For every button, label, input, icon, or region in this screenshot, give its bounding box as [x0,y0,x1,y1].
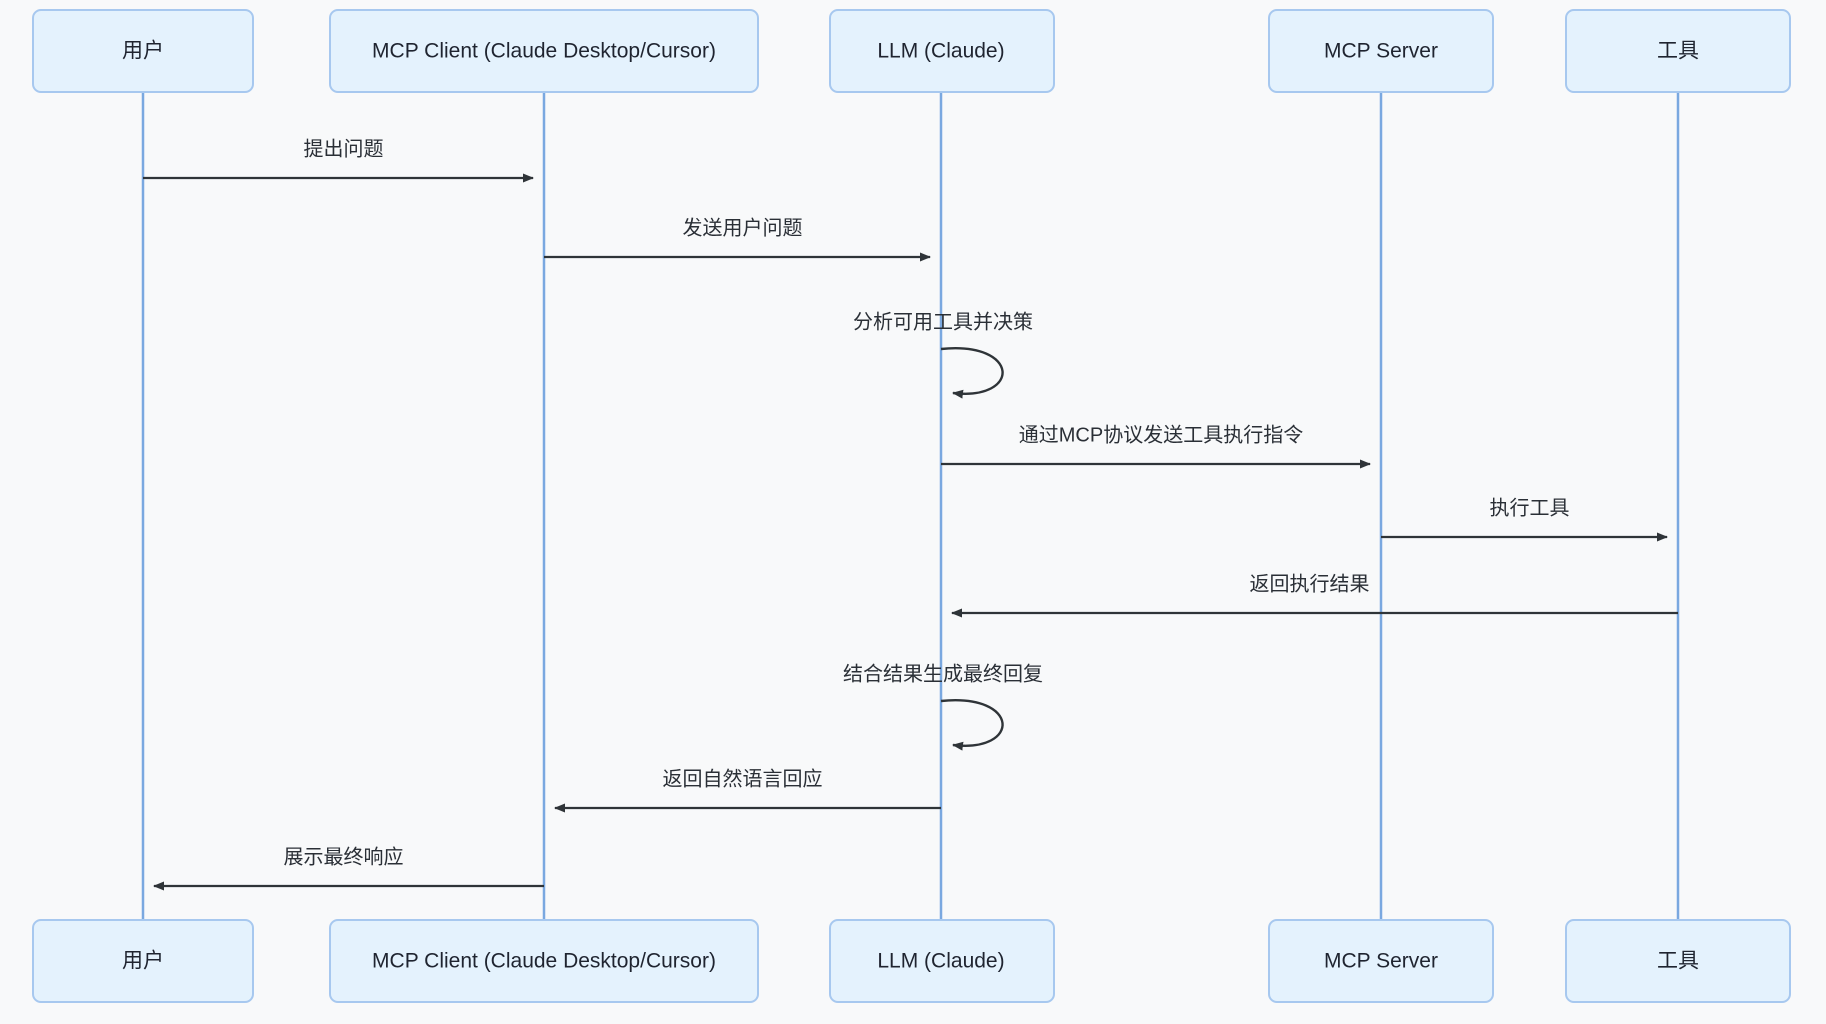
actor-top-tool: 工具 [1565,9,1791,93]
actor-label-top-mcp-server: MCP Server [1324,40,1438,63]
actor-top-llm: LLM (Claude) [829,9,1055,93]
message-m4: 通过MCP协议发送工具执行指令 [941,423,1371,469]
actor-top-user: 用户 [32,9,254,93]
actor-bottom-mcp-client: MCP Client (Claude Desktop/Cursor) [329,919,759,1003]
actor-box-bottom-llm [829,919,1055,1003]
actors-bottom-layer: 用户 MCP Client (Claude Desktop/Cursor) LLM … [32,919,1791,1003]
message-label-m3: 分析可用工具并决策 [853,310,1033,333]
message-m6: 返回执行结果 [951,572,1678,618]
message-label-m6: 返回执行结果 [1250,572,1370,595]
actor-bottom-user: 用户 [32,919,254,1003]
actor-box-top-tool [1565,9,1791,93]
message-m8: 返回自然语言回应 [554,767,941,813]
message-label-m4: 通过MCP协议发送工具执行指令 [1019,423,1303,446]
actor-bottom-llm: LLM (Claude) [829,919,1055,1003]
actor-label-top-user: 用户 [122,40,164,63]
actor-box-bottom-mcp-server [1268,919,1494,1003]
actor-box-bottom-user [32,919,254,1003]
actor-box-bottom-tool [1565,919,1791,1003]
message-m2: 发送用户问题 [544,216,931,262]
messages-layer: 提出问题发送用户问题分析可用工具并决策通过MCP协议发送工具执行指令执行工具返回… [143,137,1678,891]
lifelines-layer [141,92,1680,920]
actor-box-bottom-mcp-client [329,919,759,1003]
message-label-m8: 返回自然语言回应 [663,767,823,790]
actors-top-layer: 用户 MCP Client (Claude Desktop/Cursor) LLM … [32,9,1791,93]
actor-box-top-user [32,9,254,93]
message-m5: 执行工具 [1381,496,1668,542]
actor-label-bottom-mcp-server: MCP Server [1324,950,1438,973]
message-m1: 提出问题 [143,137,534,183]
message-m7: 结合结果生成最终回复 [843,662,1043,751]
actor-label-top-tool: 工具 [1657,40,1699,63]
message-loop-path-m7 [940,699,1004,751]
message-label-m7: 结合结果生成最终回复 [843,662,1043,685]
actor-box-top-mcp-client [329,9,759,93]
message-label-m2: 发送用户问题 [683,216,803,239]
message-label-m9: 展示最终响应 [284,845,404,868]
actor-top-mcp-server: MCP Server [1268,9,1494,93]
message-label-m5: 执行工具 [1490,496,1570,519]
actor-label-bottom-mcp-client: MCP Client (Claude Desktop/Cursor) [372,950,716,973]
actor-bottom-tool: 工具 [1565,919,1791,1003]
actor-label-top-mcp-client: MCP Client (Claude Desktop/Cursor) [372,40,716,63]
actor-label-top-llm: LLM (Claude) [877,40,1004,63]
actor-bottom-mcp-server: MCP Server [1268,919,1494,1003]
actor-label-bottom-llm: LLM (Claude) [877,950,1004,973]
message-m3: 分析可用工具并决策 [853,310,1033,399]
actor-top-mcp-client: MCP Client (Claude Desktop/Cursor) [329,9,759,93]
message-loop-path-m3 [940,347,1004,399]
actor-box-top-mcp-server [1268,9,1494,93]
message-label-m1: 提出问题 [304,137,384,160]
actor-label-bottom-tool: 工具 [1657,950,1699,973]
actor-label-bottom-user: 用户 [122,950,164,973]
actor-box-top-llm [829,9,1055,93]
message-m9: 展示最终响应 [153,845,544,891]
